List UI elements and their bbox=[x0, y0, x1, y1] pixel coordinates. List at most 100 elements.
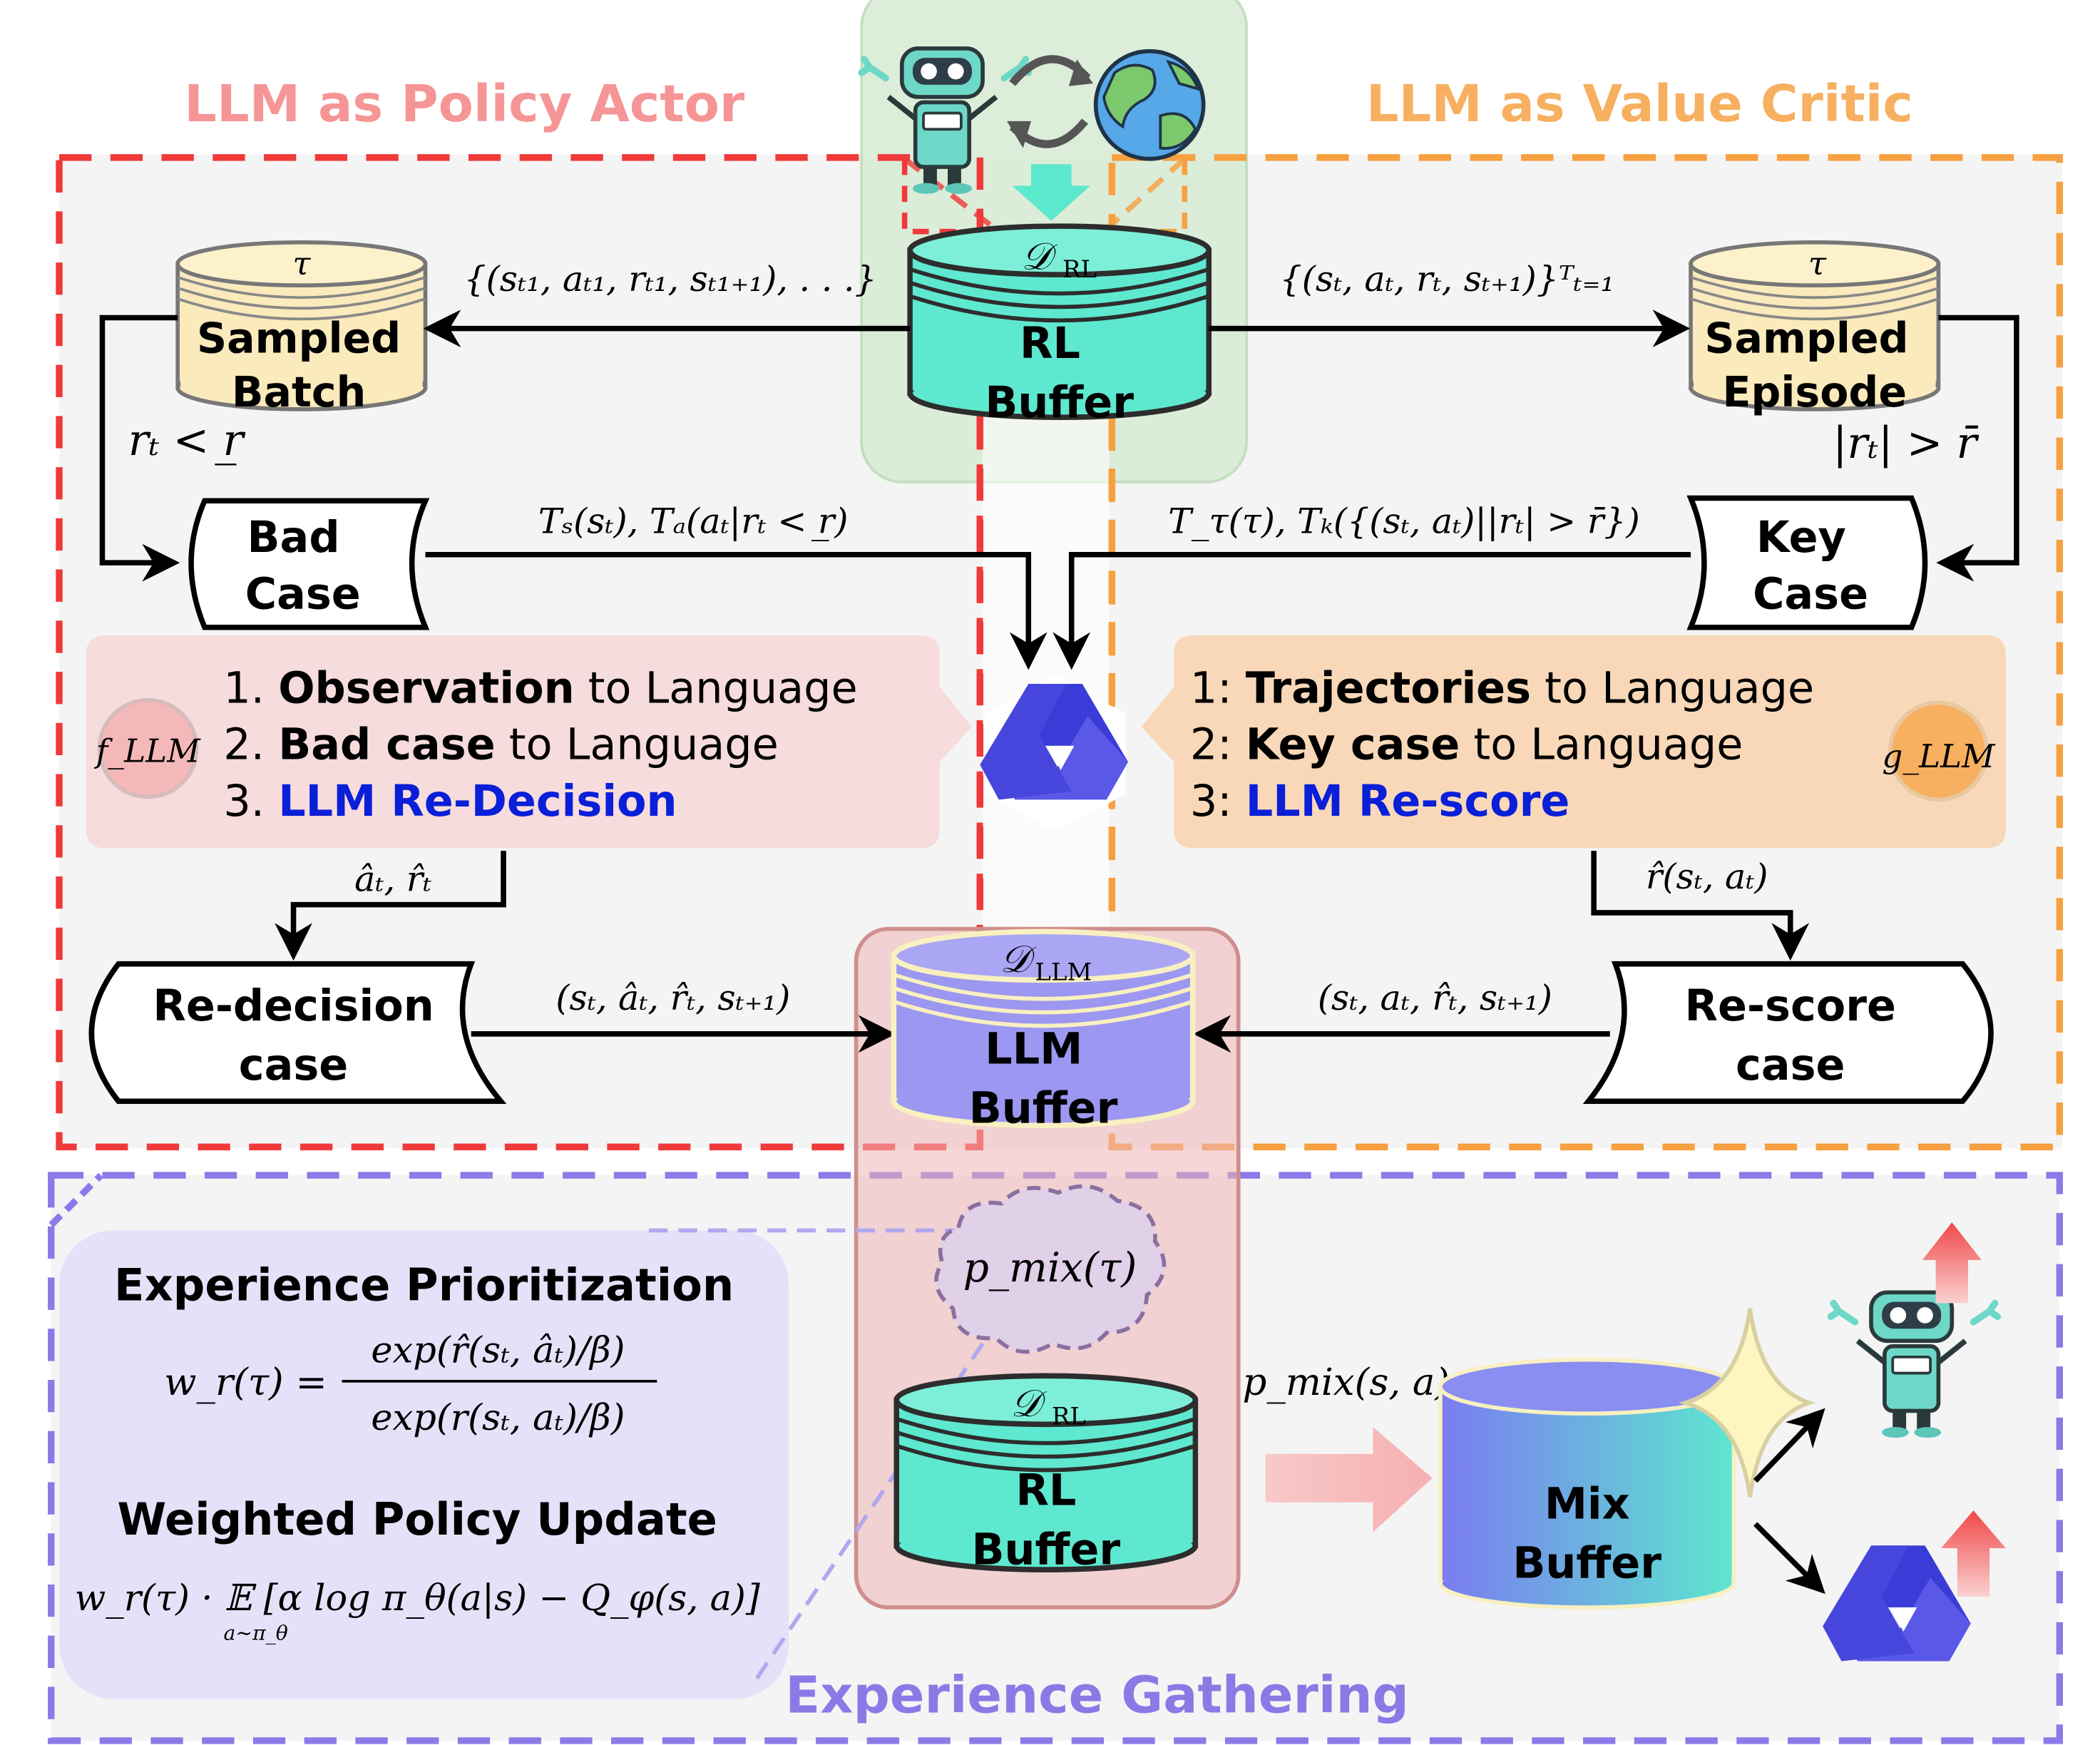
redecision-label1: Re-decision bbox=[153, 981, 434, 1031]
rescore-label2: case bbox=[1736, 1040, 1845, 1090]
qwen-logo-icon bbox=[980, 675, 1128, 832]
policy-actor-title: LLM as Policy Actor bbox=[184, 73, 745, 133]
rl-buffer-bottom: 𝒟 RL RL Buffer bbox=[893, 1373, 1199, 1575]
step-rest: to Language bbox=[575, 663, 858, 713]
up-arrow-icon bbox=[1922, 1222, 1982, 1304]
down-arrow-icon bbox=[1012, 164, 1091, 221]
experience-gathering-title: Experience Gathering bbox=[785, 1664, 1409, 1724]
step-number: 3: bbox=[1190, 777, 1232, 827]
svg-text:2: Key case to Language: 2: Key case to Language bbox=[1190, 720, 1743, 770]
p-mix-cloud: p_mix(τ) bbox=[934, 1184, 1167, 1354]
step-keyword: Observation bbox=[278, 663, 574, 713]
key-case-shape: Key Case bbox=[1686, 495, 1928, 630]
key-case-label2: Case bbox=[1753, 569, 1868, 619]
critic-info-box bbox=[1141, 635, 2006, 849]
buffer-label-line2: Buffer bbox=[971, 1525, 1120, 1575]
step-keyword: Key case bbox=[1246, 720, 1460, 770]
llm-buffer: 𝒟 LLM LLM Buffer bbox=[891, 928, 1196, 1133]
g-llm-label: g_LLM bbox=[1882, 737, 1996, 775]
sampled-batch-cylinder: τ Sampled Batch bbox=[175, 240, 428, 416]
rescore-output-formula: r̂(sₜ, aₜ) bbox=[1646, 856, 1768, 897]
mix-arrow bbox=[1265, 1427, 1433, 1532]
step-number: 1: bbox=[1190, 663, 1232, 713]
buffer-label-line1: LLM bbox=[985, 1024, 1082, 1074]
p-mix-tau: p_mix(τ) bbox=[963, 1244, 1137, 1291]
sampled-episode-cylinder: τ Sampled Episode bbox=[1689, 240, 1941, 416]
step-number: 3. bbox=[223, 777, 265, 827]
bad-translate-formula: Tₛ(sₜ), Tₐ(aₜ|rₜ < r̲) bbox=[538, 501, 849, 542]
redecision-case-shape: Re-decision case bbox=[88, 961, 507, 1104]
rescore-label1: Re-score bbox=[1685, 981, 1897, 1031]
bad-condition: rₜ < r̲ bbox=[128, 416, 246, 466]
actor-steps: 1. Observation to Language 2. Bad case t… bbox=[223, 663, 857, 827]
mix-buffer: Mix Buffer bbox=[1438, 1357, 1736, 1610]
step-keyword: Bad case bbox=[278, 720, 495, 770]
update-formula: w_r(τ) · 𝔼 [α log π_θ(a|s) − Q_φ(s, a)] bbox=[75, 1577, 760, 1619]
svg-text:2. Bad case to Language: 2. Bad case to Language bbox=[223, 720, 778, 770]
g-llm-badge bbox=[1888, 700, 1989, 802]
step-number: 2: bbox=[1190, 720, 1232, 770]
weight-denominator: exp(r(sₜ, aₜ)/β) bbox=[371, 1397, 625, 1439]
qwen-logo-icon bbox=[1823, 1537, 1971, 1694]
rescore-tuple: (sₜ, aₜ, r̂ₜ, sₜ₊₁) bbox=[1318, 977, 1552, 1018]
redecision-label2: case bbox=[239, 1040, 348, 1090]
step-keyword: LLM Re-Decision bbox=[278, 777, 677, 827]
earth-icon bbox=[1093, 48, 1206, 161]
prioritization-title: Experience Prioritization bbox=[114, 1259, 734, 1311]
buffer-label-line2: Buffer bbox=[969, 1083, 1118, 1133]
update-title: Weighted Policy Update bbox=[118, 1493, 717, 1545]
step-rest: to Language bbox=[496, 720, 779, 770]
key-case-label1: Key bbox=[1756, 513, 1846, 563]
rl-buffer-top: 𝒟 RL RL Buffer bbox=[907, 223, 1212, 428]
weight-lhs: w_r(τ) = bbox=[164, 1361, 327, 1404]
f-llm-badge bbox=[97, 697, 199, 799]
sparkle-icon bbox=[1678, 1308, 1816, 1498]
buffer-subscript: LLM bbox=[1035, 958, 1092, 986]
episode-sample-formula: {(sₜ, aₜ, rₜ, sₜ₊₁)}ᵀₜ₌₁ bbox=[1280, 258, 1615, 300]
robot-icon bbox=[1827, 1290, 2002, 1438]
batch-sample-formula: {(sₜ₁, aₜ₁, rₜ₁, sₜ₁₊₁), . . .} bbox=[463, 258, 876, 300]
key-condition: |rₜ| > r̄ bbox=[1833, 419, 1979, 469]
value-critic-title: LLM as Value Critic bbox=[1366, 73, 1913, 133]
svg-text:3. LLM Re-Decision: 3. LLM Re-Decision bbox=[223, 777, 677, 827]
expectation-subscript: a∼π_θ bbox=[223, 1621, 287, 1644]
svg-text:3: LLM Re-score: 3: LLM Re-score bbox=[1190, 777, 1570, 827]
step-rest: to Language bbox=[1531, 663, 1814, 713]
key-translate-formula: T_τ(τ), Tₖ({(sₜ, aₜ)||rₜ| > r̄}) bbox=[1168, 501, 1640, 542]
rescore-case-shape: Re-score case bbox=[1582, 961, 1994, 1104]
actor-info-box bbox=[86, 635, 972, 849]
bad-case-label2: Case bbox=[245, 569, 361, 619]
step-keyword: Trajectories bbox=[1246, 663, 1531, 713]
mix-label1: Mix bbox=[1545, 1479, 1630, 1529]
redecision-tuple: (sₜ, âₜ, r̂ₜ, sₜ₊₁) bbox=[555, 977, 790, 1018]
sampled-batch-label1: Sampled bbox=[197, 314, 401, 363]
sampled-episode-label1: Sampled bbox=[1704, 314, 1908, 363]
step-keyword: LLM Re-score bbox=[1246, 777, 1570, 827]
svg-text:1: Trajectories to Language: 1: Trajectories to Language bbox=[1190, 663, 1814, 713]
bad-case-label1: Bad bbox=[247, 513, 340, 563]
svg-text:1. Observation to Language: 1. Observation to Language bbox=[223, 663, 857, 713]
step-rest: to Language bbox=[1460, 720, 1743, 770]
buffer-label-line1: RL bbox=[1020, 319, 1080, 369]
prioritization-box bbox=[59, 1230, 789, 1699]
buffer-subscript: RL bbox=[1052, 1402, 1086, 1431]
f-llm-label: f_LLM bbox=[94, 732, 202, 769]
weight-numerator: exp(r̂(sₜ, âₜ)/β) bbox=[371, 1329, 625, 1371]
mix-label2: Buffer bbox=[1512, 1539, 1661, 1589]
bad-case-shape: Bad Case bbox=[188, 498, 430, 630]
buffer-label-line1: RL bbox=[1015, 1466, 1076, 1516]
buffer-subscript: RL bbox=[1062, 255, 1097, 284]
cycle-arrows-icon bbox=[1007, 55, 1093, 148]
tau-symbol: τ bbox=[1808, 245, 1827, 282]
buffer-label-line2: Buffer bbox=[985, 378, 1134, 428]
robot-icon bbox=[858, 46, 1032, 194]
tau-symbol: τ bbox=[292, 245, 311, 282]
policy-actor-frame bbox=[56, 154, 984, 1151]
sampled-batch-label2: Batch bbox=[232, 368, 366, 416]
step-number: 2. bbox=[223, 720, 265, 770]
step-number: 1. bbox=[223, 663, 265, 713]
redecision-output-formula: âₜ, r̂ₜ bbox=[354, 859, 431, 900]
sampled-episode-label2: Episode bbox=[1722, 368, 1907, 416]
p-mix-sa: p_mix(s, a) bbox=[1243, 1361, 1450, 1404]
